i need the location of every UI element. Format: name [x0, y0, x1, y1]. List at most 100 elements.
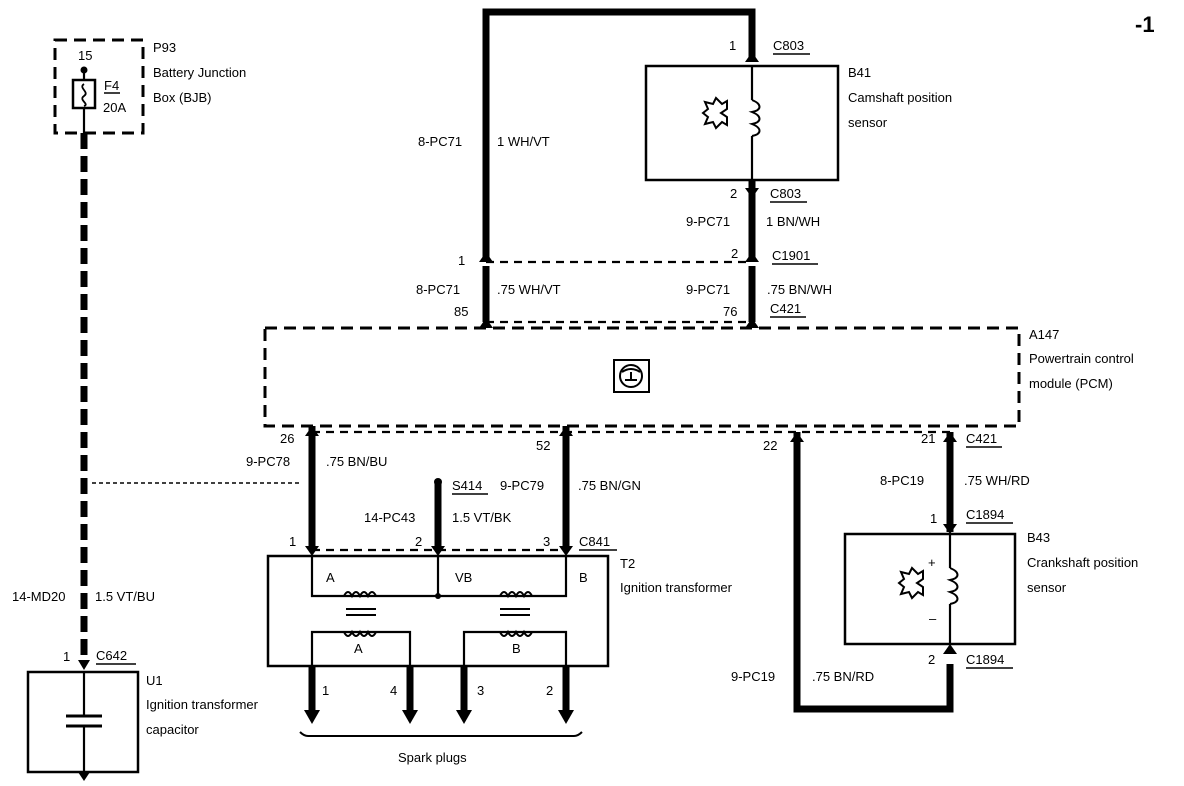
- s414-label: S414: [452, 478, 482, 493]
- c421-top-right-arrow: [745, 318, 759, 328]
- wire-8-pc71-upper-circuit: 8-PC71: [418, 134, 462, 149]
- b43-name-line2: sensor: [1027, 580, 1067, 595]
- plug-1-label: 1: [322, 683, 329, 698]
- wire-8-pc19-circuit: 8-PC19: [880, 473, 924, 488]
- plug-3-label: 3: [477, 683, 484, 698]
- wire-8-pc71-upper-color: 1 WH/VT: [497, 134, 550, 149]
- t2-coil-a: A: [326, 570, 335, 585]
- wire-9-pc71-upper-color: 1 BN/WH: [766, 214, 820, 229]
- wire-14-pc43-circuit: 14-PC43: [364, 510, 415, 525]
- t2-secondary-coil-b: [499, 629, 533, 637]
- t2-primary-coil-b: [499, 591, 533, 599]
- wire-8-pc71-lower-circuit: 8-PC71: [416, 282, 460, 297]
- t2-primary-coil-a: [343, 591, 377, 599]
- plug-4-arrow: [402, 710, 418, 724]
- ckp-coil-icon: [946, 567, 959, 605]
- u1-name-line2: capacitor: [146, 722, 199, 737]
- c421-pin-76: 76: [723, 304, 737, 319]
- plug-1-arrow: [304, 710, 320, 724]
- pcm-name-line1: Powertrain control: [1029, 351, 1134, 366]
- c841-pin2: 2: [415, 534, 422, 549]
- page-marker: -1: [1135, 12, 1155, 37]
- wire-8-pc71-upper: [482, 8, 756, 262]
- c1894-bottom-label: C1894: [966, 652, 1004, 667]
- wire-9-pc71-lower-circuit: 9-PC71: [686, 282, 730, 297]
- pcm-pin-26: 26: [280, 431, 294, 446]
- c841-label: C841: [579, 534, 610, 549]
- wire-8-pc71-lower-color: .75 WH/VT: [497, 282, 561, 297]
- c803-top-label: C803: [773, 38, 804, 53]
- u1-name-line1: Ignition transformer: [146, 697, 259, 712]
- b41-name-line2: sensor: [848, 115, 888, 130]
- c421-top-left-arrow: [479, 318, 493, 328]
- camshaft-sensor: B41 Camshaft position sensor: [644, 64, 952, 182]
- powertrain-control-module: A147 Powertrain control module (PCM): [263, 326, 1134, 428]
- b43-outline: [843, 532, 1017, 646]
- bjb-pin-label: 15: [78, 48, 92, 63]
- wire-9-pc19-color: .75 BN/RD: [812, 669, 874, 684]
- fuse-icon: [81, 83, 87, 107]
- c1901-pin-left: 1: [458, 253, 465, 268]
- c1894-top-pin: 1: [930, 511, 937, 526]
- b43-name-line1: Crankshaft position: [1027, 555, 1138, 570]
- pcm-pin-22: 22: [763, 438, 777, 453]
- t2-coil-b: B: [579, 570, 588, 585]
- wire-9-pc71-lower-color: .75 BN/WH: [767, 282, 832, 297]
- bjb-name-line2: Box (BJB): [153, 90, 212, 105]
- c1894-bottom-arrow: [943, 644, 957, 654]
- plug-3-arrow: [456, 710, 472, 724]
- c421-bottom-label: C421: [966, 431, 997, 446]
- wire-9-pc79-color: .75 BN/GN: [578, 478, 641, 493]
- pcm-outline: [263, 326, 1021, 428]
- spark-plugs-label: Spark plugs: [398, 750, 467, 765]
- c1901-label: C1901: [772, 248, 810, 263]
- c803-bottom-pin: 2: [730, 186, 737, 201]
- s414-splice-dot: [434, 478, 442, 486]
- c803-bottom-label: C803: [770, 186, 801, 201]
- t2-sec-b: B: [512, 641, 521, 656]
- wire-9-pc71-upper-circuit: 9-PC71: [686, 214, 730, 229]
- spark-plug-outputs: 1 4 3 2 Spark plugs: [299, 666, 583, 765]
- ground-icon: [78, 772, 90, 781]
- b41-name-line1: Camshaft position: [848, 90, 952, 105]
- pcm-id: A147: [1029, 327, 1059, 342]
- battery-junction-box: 15 F4 20A P93 Battery Junction Box (BJB): [53, 38, 246, 135]
- c1894-top-arrow: [943, 524, 957, 534]
- esd-icon-hand: [621, 368, 641, 381]
- pcm-pin-52: 52: [536, 438, 550, 453]
- t2-id: T2: [620, 556, 635, 571]
- b43-id: B43: [1027, 530, 1050, 545]
- c1901-pin-right: 2: [731, 246, 738, 261]
- c421-pin-85: 85: [454, 304, 468, 319]
- cmp-coil-icon: [748, 99, 761, 137]
- fuse-id: F4: [104, 78, 119, 93]
- pcm-pin-21-arrow: [943, 432, 957, 442]
- t2-center-tap-dot: [435, 593, 441, 599]
- wire-9-pc79-circuit: 9-PC79: [500, 478, 544, 493]
- t2-coil-vb: VB: [455, 570, 472, 585]
- bjb-name-line1: Battery Junction: [153, 65, 246, 80]
- bjb-id: P93: [153, 40, 176, 55]
- esd-icon-frame: [613, 359, 650, 393]
- pcm-pin-21: 21: [921, 431, 935, 446]
- c642-pin: 1: [63, 649, 70, 664]
- ignition-capacitor: U1 Ignition transformer capacitor: [26, 670, 259, 781]
- plug-2-arrow: [558, 710, 574, 724]
- ckp-minus: –: [929, 611, 937, 626]
- c1901-right-arrow: [745, 252, 759, 262]
- c841-pin1: 1: [289, 534, 296, 549]
- plug-2-label: 2: [546, 683, 553, 698]
- wire-14-pc43-color: 1.5 VT/BK: [452, 510, 512, 525]
- t2-sec-a: A: [354, 641, 363, 656]
- c421-top-label: C421: [770, 301, 801, 316]
- bjb-outline: [53, 38, 145, 135]
- c803-bottom-arrow: [745, 188, 759, 198]
- c1894-top-label: C1894: [966, 507, 1004, 522]
- ckp-plus: +: [928, 555, 936, 570]
- crankshaft-sensor: + – B43 Crankshaft position sensor: [843, 530, 1138, 646]
- c642-arrow: [78, 660, 90, 670]
- plug-4-label: 4: [390, 683, 397, 698]
- ckp-gear-icon: [897, 566, 924, 600]
- c1901-left-arrow: [479, 252, 493, 262]
